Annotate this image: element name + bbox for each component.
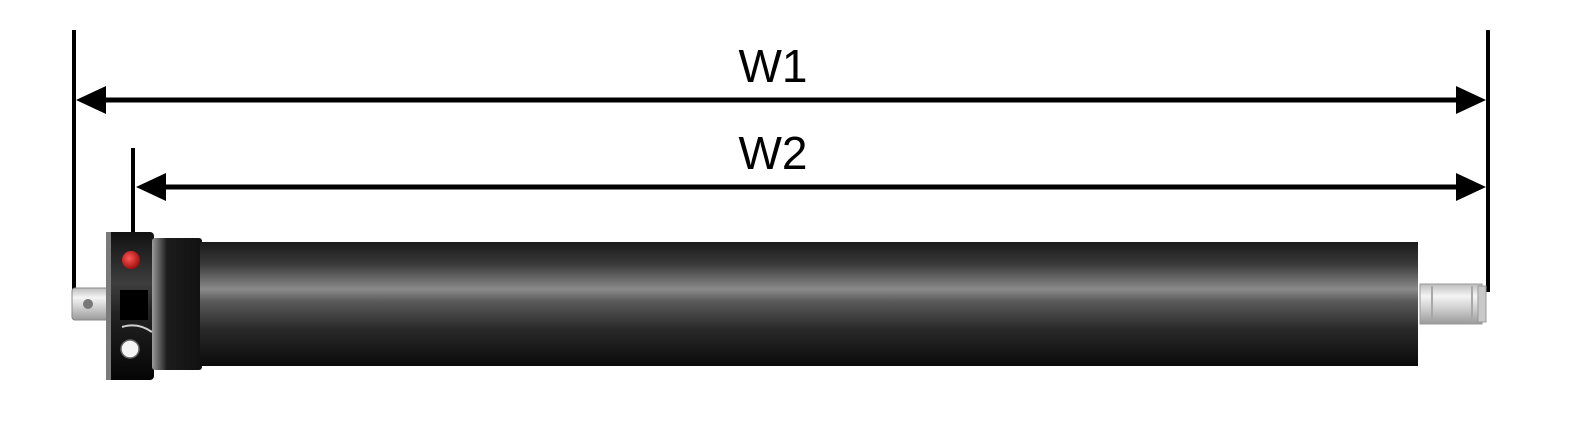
tubular-motor bbox=[71, 232, 1487, 380]
w1-right-arrowhead bbox=[1456, 86, 1486, 114]
motor-collar bbox=[152, 238, 202, 370]
w1-label: W1 bbox=[739, 40, 808, 92]
setting-button-icon[interactable] bbox=[120, 339, 140, 359]
head-window bbox=[120, 290, 148, 320]
w2-label: W2 bbox=[739, 127, 808, 179]
w1-dimension-arrow bbox=[76, 86, 1486, 114]
w2-right-arrowhead bbox=[1456, 173, 1486, 201]
motor-tube bbox=[200, 242, 1418, 366]
w1-left-arrowhead bbox=[76, 86, 106, 114]
red-indicator-light bbox=[122, 251, 140, 269]
w2-dimension-arrow bbox=[136, 173, 1486, 201]
w2-left-arrowhead bbox=[136, 173, 166, 201]
